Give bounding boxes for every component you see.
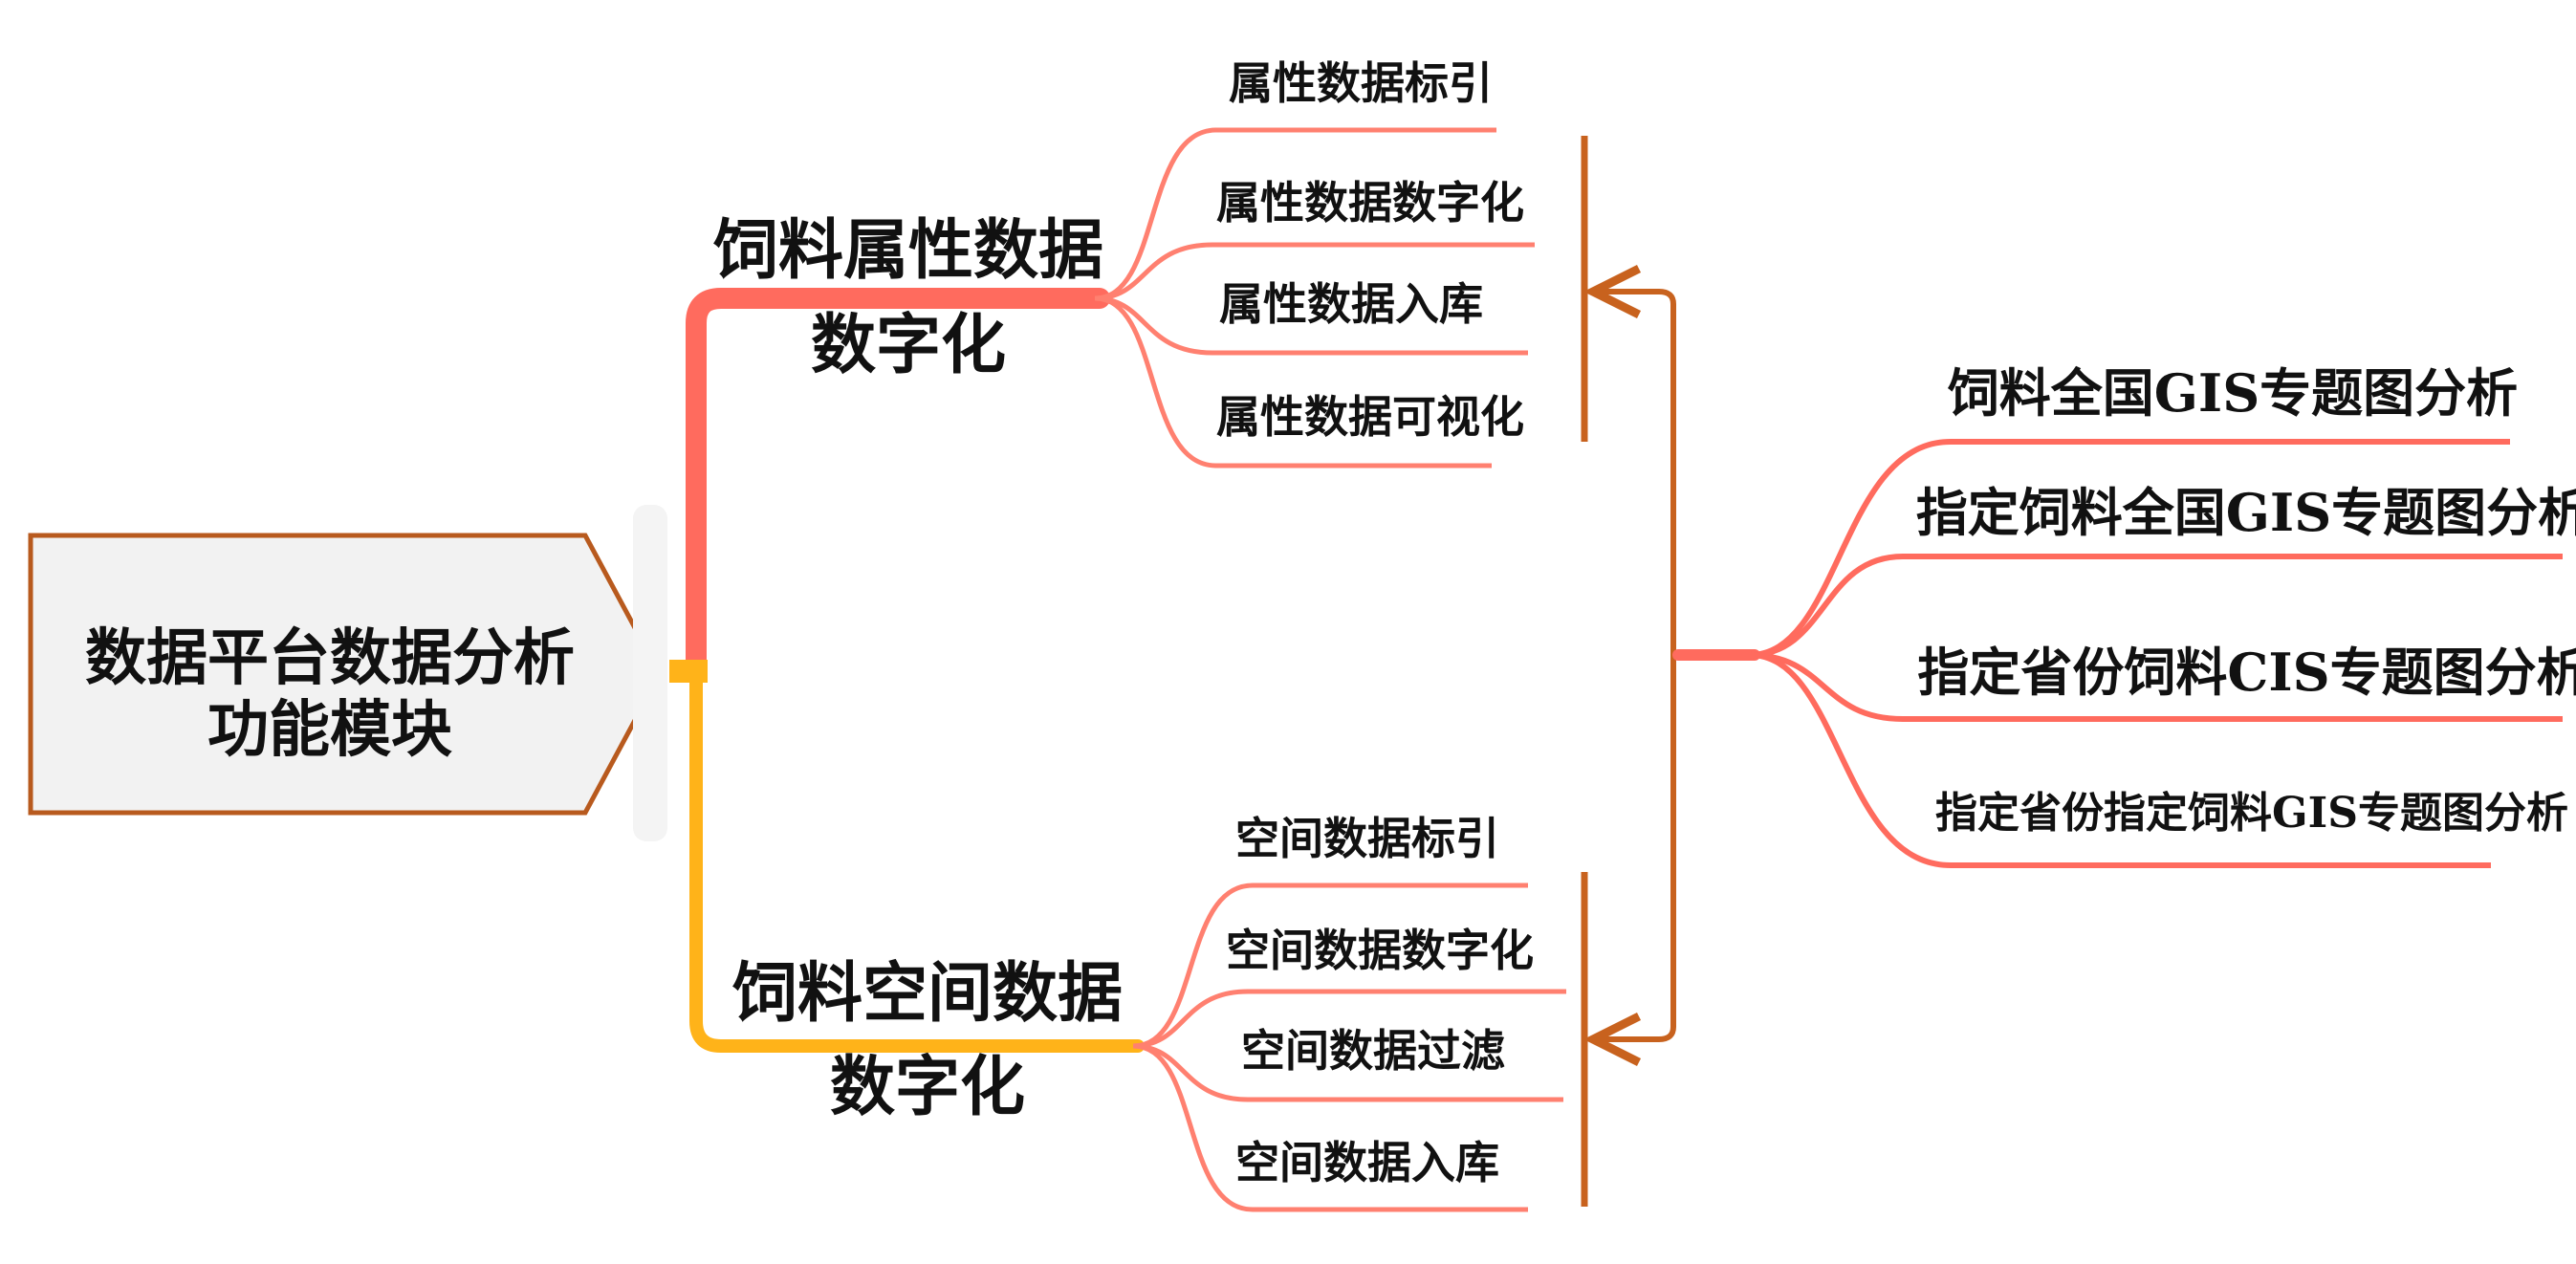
arrow-to-spatial (1599, 655, 1676, 1039)
attribute-branch-label-line2: 数字化 (811, 307, 1006, 383)
feedback-arrows (1599, 292, 1676, 1039)
root-highlight-bar (633, 505, 667, 841)
analysis-leaf-connector (1749, 439, 2510, 658)
spatial-branch-label-line1: 饲料空间数据 (732, 955, 1123, 1032)
spatial-leaf-label: 空间数据入库 (1235, 1137, 1499, 1188)
root-node-shape (28, 533, 663, 816)
branch-junction (669, 660, 708, 683)
spatial-leaf-connector (1132, 1043, 1528, 1212)
root-title-line2: 功能模块 (207, 694, 452, 766)
spatial-leaf-connector (1132, 989, 1566, 1049)
attribute-leaf-connector (1094, 242, 1535, 301)
spatial-leaf-label: 空间数据数字化 (1226, 925, 1534, 976)
analysis-leaf-connector (1749, 652, 2563, 722)
attribute-leaf-label: 属性数据标引 (1229, 57, 1493, 109)
analysis-branch: 饲料全国GIS专题图分析 指定饲料全国GIS专题图分析 指定省份饲料CIS专题图… (1672, 362, 2576, 868)
attribute-branch-connector (686, 288, 1110, 680)
analysis-leaf-label: 饲料全国GIS专题图分析 (1948, 362, 2518, 424)
analysis-leaf-label: 指定省份指定饲料GIS专题图分析 (1935, 789, 2568, 838)
analysis-leaf-connector (1749, 652, 2491, 868)
attribute-leaf-label: 属性数据数字化 (1216, 177, 1524, 229)
spatial-branch-connector (689, 663, 1145, 1053)
root-title-line1: 数据平台数据分析 (85, 622, 575, 694)
analysis-leaf-label: 指定省份饲料CIS专题图分析 (1917, 642, 2576, 703)
spatial-leaf-connector (1132, 883, 1528, 1049)
attribute-leaves: 属性数据标引 属性数据数字化 属性数据入库 属性数据可视化 (1094, 57, 1535, 469)
attribute-leaf-label: 属性数据可视化 (1216, 391, 1524, 443)
attribute-branch-label-line1: 饲料属性数据 (713, 212, 1103, 289)
root-node: 数据平台数据分析 功能模块 (28, 533, 663, 816)
spatial-branch-label-line2: 数字化 (830, 1049, 1025, 1125)
spatial-leaf-label: 空间数据过滤 (1241, 1025, 1505, 1077)
analysis-leaf-label: 指定饲料全国GIS专题图分析 (1916, 482, 2576, 543)
analysis-leaf-connector (1749, 554, 2563, 658)
attribute-leaf-connector (1094, 127, 1496, 301)
attribute-leaf-label: 属性数据入库 (1219, 278, 1483, 330)
spatial-leaf-label: 空间数据标引 (1235, 813, 1499, 864)
arrow-to-attribute (1599, 292, 1676, 655)
attribute-branch: 饲料属性数据 数字化 (713, 212, 1103, 383)
spatial-branch: 饲料空间数据 数字化 (732, 955, 1123, 1125)
attribute-leaf-connector (1094, 295, 1492, 469)
spatial-leaves: 空间数据标引 空间数据数字化 空间数据过滤 空间数据入库 (1132, 813, 1566, 1212)
